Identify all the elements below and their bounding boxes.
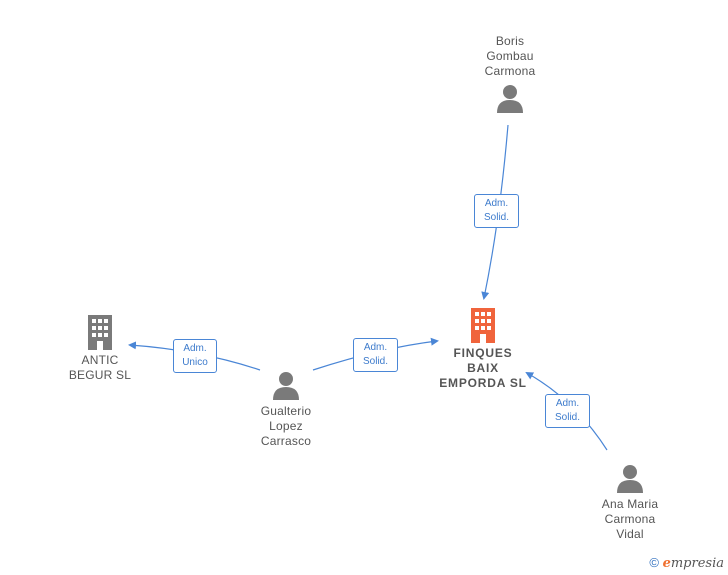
- copyright-icon: ©: [649, 555, 659, 570]
- edge-label-gualterio-antic[interactable]: Adm. Unico: [173, 339, 217, 373]
- empresia-logo: empresia: [662, 556, 724, 571]
- edge-label-boris-focus[interactable]: Adm. Solid.: [474, 194, 519, 228]
- node-ana-maria-carmona-vidal[interactable]: Ana Maria Carmona Vidal: [588, 463, 672, 542]
- node-label: FINQUES BAIX EMPORDA SL: [439, 346, 527, 390]
- person-icon: [617, 465, 643, 493]
- person-icon: [273, 372, 299, 400]
- node-label: Boris Gombau Carmona: [484, 34, 536, 78]
- node-finques-baix-emporda[interactable]: FINQUES BAIX EMPORDA SL: [430, 307, 536, 391]
- empresia-watermark: © empresia: [649, 555, 724, 571]
- edge-label-ana-focus[interactable]: Adm. Solid.: [545, 394, 590, 428]
- person-icon: [497, 85, 523, 113]
- node-gualterio-lopez-carrasco[interactable]: Gualterio Lopez Carrasco: [244, 370, 328, 449]
- node-boris-gombau-carmona[interactable]: Boris Gombau Carmona: [468, 34, 552, 113]
- node-antic-begur[interactable]: ANTIC BEGUR SL: [58, 314, 142, 383]
- node-label: Ana Maria Carmona Vidal: [601, 497, 659, 541]
- building-icon: [471, 308, 495, 343]
- node-label: Gualterio Lopez Carrasco: [260, 404, 312, 448]
- building-icon: [88, 315, 112, 350]
- node-label: ANTIC BEGUR SL: [68, 353, 132, 382]
- edge-label-gualterio-focus[interactable]: Adm. Solid.: [353, 338, 398, 372]
